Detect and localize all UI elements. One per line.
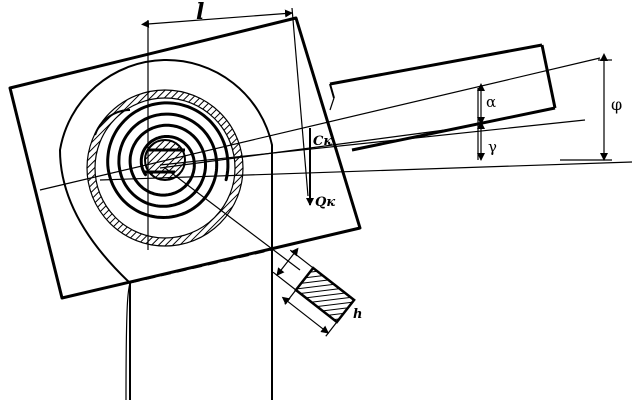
spring-housing-ring [87,90,243,246]
support-stand [58,59,273,401]
angle-dimensions [477,53,612,161]
housing-plate [8,16,362,300]
reference-lines [39,20,632,271]
lever-arm [329,43,557,152]
label-length: l [196,0,204,25]
label-alpha: α [486,93,496,111]
spiral-spring [106,101,230,220]
spring-outer-end [94,109,131,136]
label-force: Qк [315,195,335,210]
label-gamma: γ [488,138,497,156]
label-phi: φ [611,95,622,114]
label-thickness: h [353,307,362,322]
label-contact-point: Cк [313,134,332,149]
dimension-l [141,7,309,197]
spring-section-detail [272,247,356,337]
